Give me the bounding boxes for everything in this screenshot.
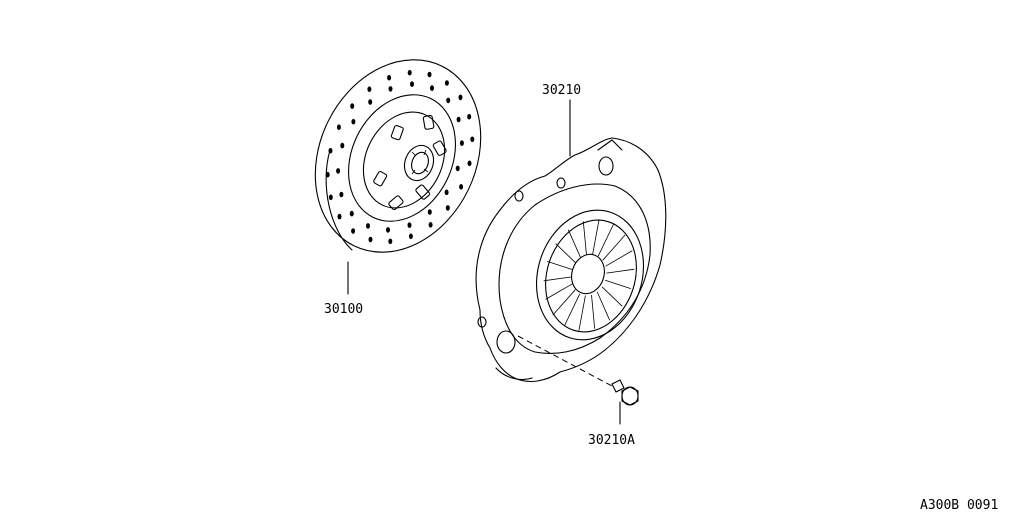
- rivet-hole: [368, 236, 373, 243]
- rivet-hole: [427, 71, 432, 78]
- rivet-hole: [467, 113, 472, 120]
- rivet-hole: [325, 171, 330, 178]
- rivet-hole: [340, 142, 345, 149]
- diaphragm-finger: [605, 279, 631, 289]
- rivet-hole: [444, 189, 449, 196]
- diaphragm-finger: [552, 289, 576, 316]
- rivet-hole: [337, 213, 342, 220]
- rivet-hole: [336, 168, 341, 174]
- diaphragm-finger: [582, 221, 587, 256]
- rivet-hole: [459, 140, 464, 146]
- rivet-hole: [445, 205, 450, 211]
- rivet-hole: [349, 210, 354, 217]
- disc-rivet-holes: [325, 69, 475, 245]
- diaphragm-finger: [564, 293, 581, 327]
- rivet-hole: [386, 227, 390, 233]
- diaphragm-finger: [545, 283, 573, 300]
- rivet-hole: [388, 86, 393, 92]
- cover-bolt-drawing: [517, 335, 639, 425]
- bolt-axis-dashed-line: [517, 335, 613, 387]
- rivet-hole: [387, 74, 392, 81]
- rivet-hole: [427, 209, 432, 215]
- rivet-hole: [470, 136, 475, 143]
- diaphragm-fingers: [543, 219, 635, 331]
- rivet-hole: [459, 184, 464, 190]
- rivet-hole: [467, 160, 472, 167]
- rivet-hole: [444, 80, 449, 86]
- diaphragm-finger: [555, 243, 577, 264]
- clutch-disc-drawing: [314, 59, 482, 295]
- rivet-hole: [428, 222, 433, 228]
- diaphragm-finger: [597, 223, 614, 257]
- part-label-30210A: 30210A: [588, 433, 635, 448]
- diaphragm-finger: [543, 276, 572, 282]
- diaphragm-finger: [605, 250, 633, 267]
- rivet-hole: [388, 238, 393, 245]
- rivet-hole: [366, 223, 370, 229]
- part-label-30210: 30210: [542, 83, 581, 98]
- diaphragm-finger: [602, 234, 626, 261]
- rivet-hole: [407, 222, 412, 228]
- rivet-hole: [336, 124, 341, 130]
- rivet-hole: [407, 69, 412, 76]
- part-label-30100: 30100: [324, 302, 363, 317]
- rivet-hole: [446, 97, 451, 104]
- diaphragm-finger: [596, 291, 611, 321]
- diaphragm-finger: [601, 286, 623, 307]
- rivet-hole: [350, 103, 355, 109]
- rivet-hole: [455, 165, 460, 172]
- rivet-hole: [339, 191, 344, 198]
- rivet-hole: [456, 116, 461, 123]
- rivet-hole: [328, 147, 333, 154]
- diaphragm-finger: [591, 294, 596, 329]
- damper-springs: [373, 114, 447, 211]
- rivet-hole: [410, 81, 414, 87]
- rivet-hole: [408, 233, 413, 240]
- rivet-hole: [367, 86, 372, 92]
- clutch-cover-drawing: [475, 99, 667, 382]
- rivet-hole: [458, 94, 463, 101]
- rivet-hole: [430, 85, 434, 91]
- diaphragm-finger: [578, 295, 586, 331]
- rivet-hole: [368, 99, 373, 105]
- diaphragm-finger: [547, 261, 573, 271]
- rivet-hole: [351, 228, 356, 234]
- diaphragm-finger: [592, 219, 600, 255]
- diaphragm-finger: [567, 229, 582, 259]
- rivet-hole: [351, 118, 356, 125]
- rivet-hole: [328, 194, 333, 201]
- diaphragm-finger: [606, 268, 635, 274]
- figure-code: A300B 0091: [920, 498, 998, 512]
